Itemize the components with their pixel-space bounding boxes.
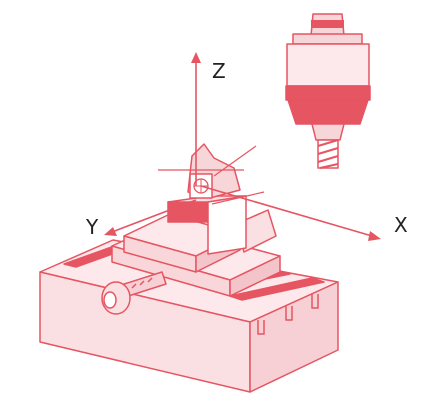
vise-handle-end	[103, 291, 117, 309]
y-axis-arrow	[104, 227, 117, 236]
pull-stud-band	[311, 20, 344, 28]
holder-collar	[292, 33, 363, 45]
holder-flange	[285, 85, 371, 101]
y-axis-label: Y	[85, 215, 99, 239]
z-axis-arrow	[191, 52, 201, 63]
holder-body	[286, 43, 370, 87]
tool-holder	[285, 13, 371, 169]
x-axis-label: X	[394, 213, 408, 237]
vise-body-side	[229, 255, 281, 297]
axes	[104, 52, 381, 241]
slot-notch-3	[311, 294, 319, 309]
vise-screw-thread	[131, 277, 153, 289]
t-slot-3	[229, 277, 325, 301]
x-axis-line	[200, 185, 373, 237]
workpiece-side	[207, 195, 247, 255]
slot-notch-1	[257, 320, 265, 335]
x-axis-arrow	[368, 231, 381, 241]
holder-taper	[287, 99, 369, 125]
y-axis-line	[111, 199, 197, 233]
leader-line-2	[213, 145, 257, 177]
z-axis-label: Z	[212, 59, 226, 83]
holder-nose	[311, 123, 345, 141]
vise	[101, 209, 281, 315]
slot-notch-2	[285, 306, 293, 321]
workpiece-red-face	[167, 201, 209, 223]
base-side-face	[249, 281, 339, 393]
leader-line-3	[211, 191, 265, 205]
end-mill-flutes	[317, 139, 339, 169]
